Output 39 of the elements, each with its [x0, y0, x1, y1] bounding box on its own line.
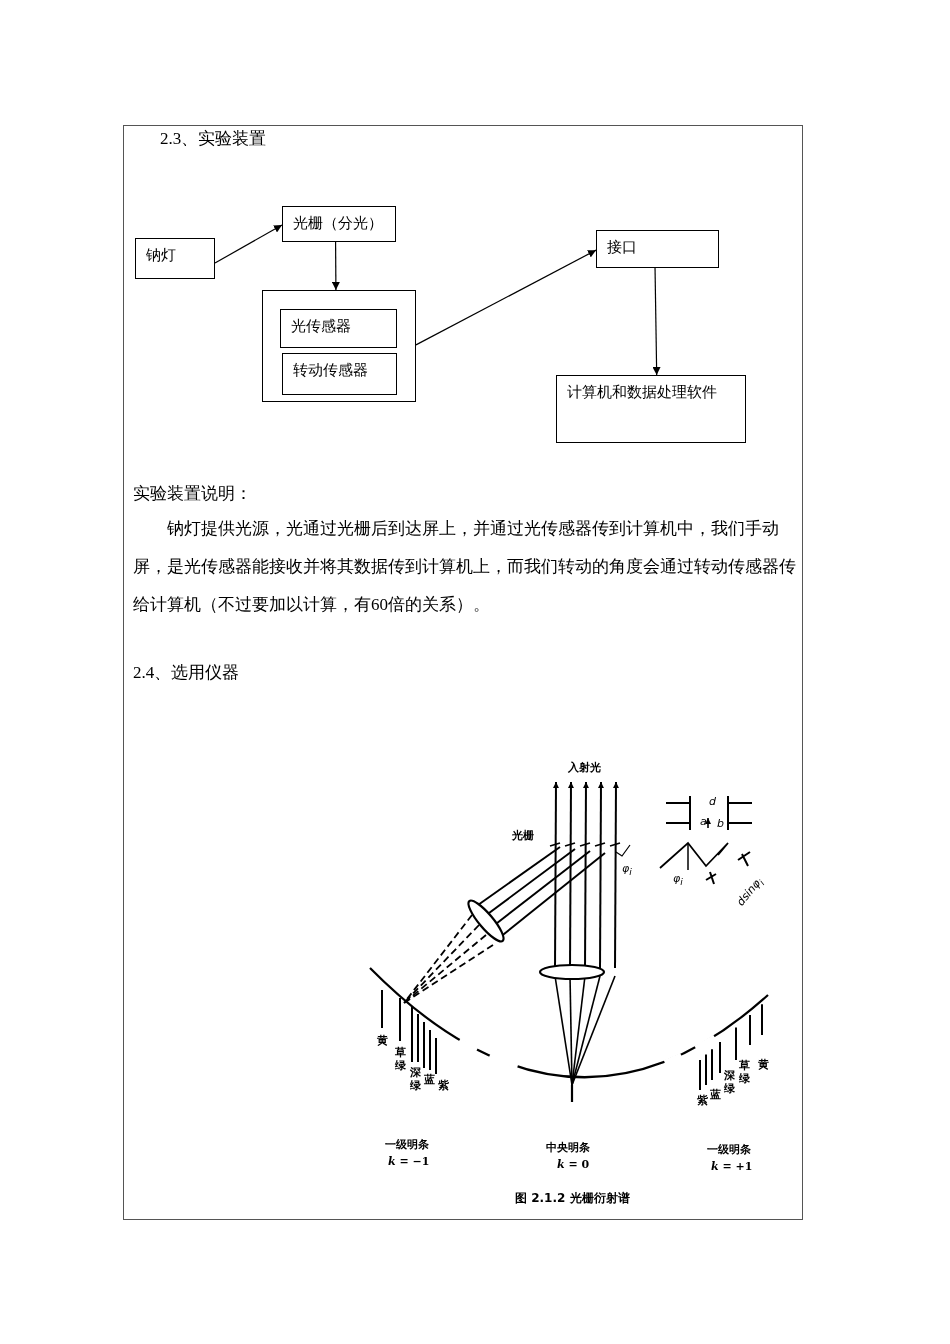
color-label: 紫	[697, 1094, 708, 1107]
section-heading: 2.3、实验装置	[160, 128, 267, 150]
angle-label: φ$_{i}$	[673, 872, 683, 889]
dimension-label: b	[717, 817, 724, 830]
process-box: 计算机和数据处理软件	[556, 375, 746, 443]
figure-label: 中央明条	[546, 1141, 590, 1154]
body-text: 实验装置说明：	[133, 483, 252, 505]
color-label: 蓝	[424, 1073, 435, 1086]
arrow	[415, 249, 597, 346]
process-box: 接口	[596, 230, 719, 268]
figure-label: 入射光	[568, 761, 601, 774]
process-box: 光栅（分光）	[282, 206, 396, 242]
process-box: 光传感器	[280, 309, 397, 348]
section-heading: 2.4、选用仪器	[133, 662, 240, 684]
figure-label: 一级明条	[707, 1143, 751, 1156]
color-label: 草绿	[395, 1046, 407, 1072]
figure-caption: 图 2.1.2 光栅衍射谱	[515, 1192, 630, 1205]
process-box: 钠灯	[135, 238, 215, 279]
dimension-label: d	[709, 795, 716, 808]
group-box	[262, 290, 416, 402]
color-label: 深绿	[410, 1066, 422, 1092]
figure-label: k = +1	[711, 1160, 753, 1173]
color-label: 紫	[438, 1079, 449, 1092]
figure-label: 光栅	[512, 829, 534, 842]
arrow	[652, 267, 661, 376]
arrow	[214, 224, 283, 264]
figure-label: 一级明条	[385, 1138, 429, 1151]
color-label: 黄	[758, 1058, 769, 1071]
color-label: 草绿	[739, 1059, 751, 1085]
color-label: 蓝	[710, 1088, 721, 1101]
figure-label: k = 0	[557, 1158, 590, 1171]
process-box: 转动传感器	[282, 353, 397, 395]
angle-label: φ$_{i}$	[622, 862, 632, 879]
body-text: 钠灯提供光源，光通过光栅后到达屏上，并通过光传感器传到计算机中，我们手动屏，是光传感器能接收并将其数据传到计算机上，而我们转动的角度会通过转动传感器传给计算机（不过要加以计算，有60倍的关系）。	[133, 518, 797, 616]
color-label: 黄	[377, 1034, 388, 1047]
color-label: 深绿	[724, 1069, 736, 1095]
dimension-label: a	[700, 815, 707, 828]
arrow	[331, 241, 340, 291]
figure-label: k = −1	[388, 1155, 430, 1168]
